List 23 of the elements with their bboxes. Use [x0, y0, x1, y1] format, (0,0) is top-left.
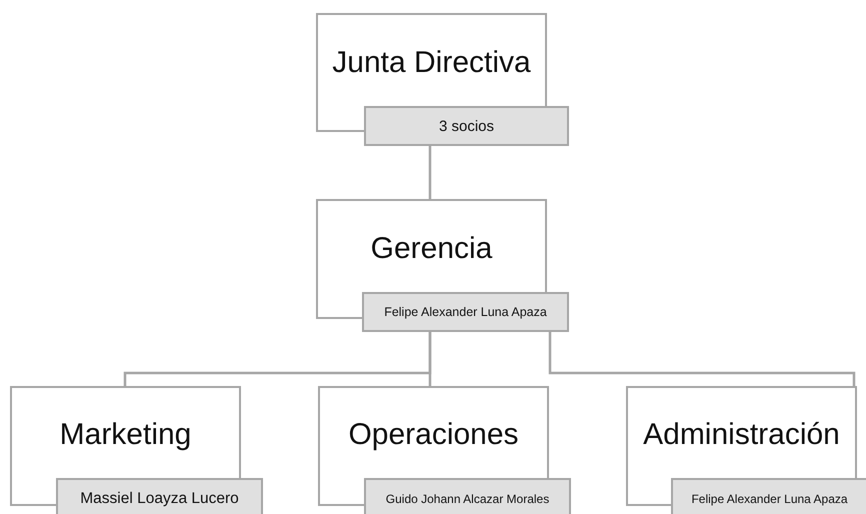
unit-title: Operaciones	[348, 418, 519, 452]
person-name: Felipe Alexander Luna Apaza	[691, 492, 848, 506]
unit-box	[318, 386, 549, 478]
person-name: Guido Johann Alcazar Morales	[386, 492, 550, 506]
unit-box	[316, 13, 547, 106]
connector-line	[428, 146, 432, 199]
person-name: Massiel Loayza Lucero	[80, 490, 239, 508]
unit-title: Junta Directiva	[332, 46, 531, 80]
person-name: 3 socios	[438, 118, 494, 134]
connector-line	[548, 332, 856, 386]
unit-title: Administración	[643, 418, 840, 452]
unit-box	[316, 199, 547, 292]
unit-box	[626, 386, 857, 478]
name-tag	[671, 478, 866, 514]
name-tag	[56, 478, 263, 514]
name-tag	[364, 106, 569, 146]
person-name: Felipe Alexander Luna Apaza	[384, 305, 547, 319]
unit-title: Marketing	[60, 418, 192, 452]
connector-line	[428, 332, 432, 386]
name-tag	[364, 478, 571, 514]
unit-title: Gerencia	[370, 232, 492, 266]
unit-box	[10, 386, 241, 478]
name-tag	[362, 292, 569, 332]
